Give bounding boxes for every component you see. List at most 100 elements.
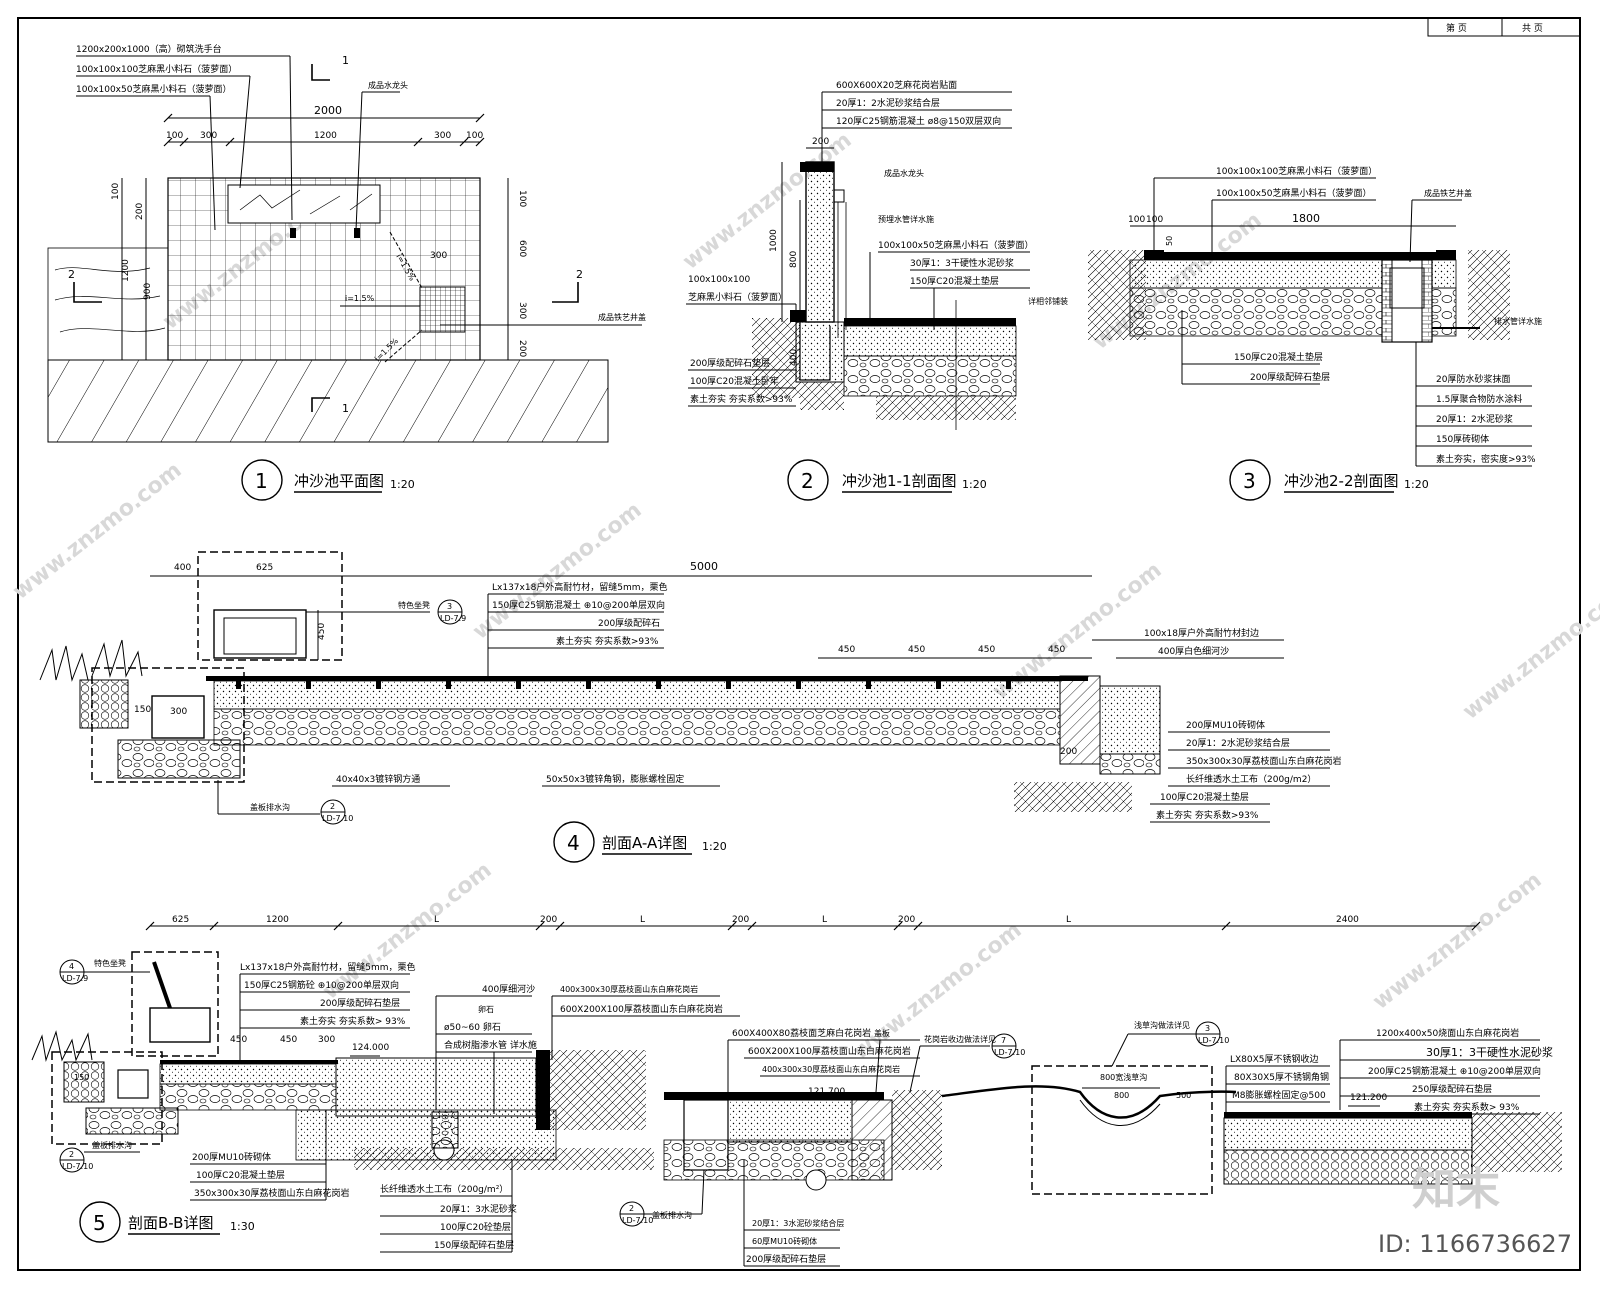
note: 600X400X80荔枝面芝麻白花岗岩 — [732, 1027, 871, 1039]
dim: 450 — [1048, 645, 1065, 655]
note: 150厚C25钢筋混凝土 ⊕10@200单层双向 — [492, 599, 665, 611]
note: 30厚1：3干硬性水泥砂浆 — [1426, 1045, 1553, 1059]
dim: L — [640, 915, 645, 925]
dim: 300 — [318, 1035, 335, 1045]
level: 121.200 — [1350, 1093, 1387, 1103]
detail-2-section: 200 1000 800 400 600X600X20芝麻花岗岩贴面 20厚1：… — [686, 79, 1068, 501]
dim: 200 — [135, 203, 145, 220]
note: LX80X5厚不锈钢收边 — [1230, 1053, 1319, 1065]
note: 80X30X5厚不锈钢角钢 — [1234, 1071, 1329, 1083]
cut-2-right: 2 — [576, 268, 583, 281]
detail-scale: 1:20 — [962, 478, 987, 491]
note: 600X600X20芝麻花岗岩贴面 — [836, 79, 957, 91]
detail-number: 4 — [567, 831, 580, 855]
grate-label: 成品铁艺井盖 — [1424, 188, 1472, 198]
ditch-callout — [1031, 1065, 1213, 1195]
note: 卵石 — [478, 1004, 494, 1014]
deck-support — [1006, 681, 1011, 689]
dim: 100 — [111, 183, 121, 200]
dim: 200 — [732, 915, 749, 925]
note: Lx137x18户外高耐竹材，留缝5mm，栗色 — [492, 581, 668, 593]
detail-4-section: 400 625 5000 450 特色坐凳 3 LD-7.9 150 300 盖… — [39, 551, 1341, 863]
note: 20厚1：2水泥砂浆结合层 — [1186, 737, 1290, 749]
note: 100x100x100芝麻黑小料石（菠萝面） — [1216, 165, 1377, 177]
total-label: 共 页 — [1522, 23, 1543, 34]
ref-bottom: LD-7.9 — [62, 974, 88, 983]
note: 100x100x50芝麻黑小料石（菠萝面） — [878, 239, 1033, 251]
dim: 800 — [789, 251, 799, 268]
detail-1-plan: i=1.5% i=1.5% i=1.5% 2000 100 300 1200 3… — [47, 43, 646, 501]
cut-1-bottom: 1 — [342, 402, 349, 415]
wall-section — [805, 161, 835, 323]
level: 124.000 — [352, 1043, 389, 1053]
dim: 200 — [1060, 747, 1077, 757]
title-block — [1427, 17, 1581, 37]
dim: 100 — [1128, 215, 1145, 225]
watermark: www.znzmo.com — [1458, 578, 1600, 725]
note: 400x300x30厚荔枝面山东白麻花岗岩 — [762, 1064, 900, 1074]
seat-label: 特色坐凳 — [94, 958, 126, 968]
note: 素土夯实 夯实系数> 93% — [1414, 1101, 1520, 1113]
note: 200厚级配碎石垫层 — [1250, 371, 1330, 383]
dim: 150 — [74, 1073, 89, 1082]
note: 40x40x3镀锌钢方通 — [336, 773, 420, 785]
note: 合成树脂渗水管 详水施 — [444, 1039, 537, 1051]
dim: L — [434, 915, 439, 925]
ref-top: 3 — [447, 602, 452, 611]
dim: 450 — [230, 1035, 247, 1045]
dim: 1800 — [1292, 212, 1320, 225]
ref-bottom: LD-7.10 — [62, 1162, 93, 1171]
dim: 1200 — [314, 131, 337, 141]
note: 100x18厚户外高耐竹材封边 — [1144, 627, 1259, 639]
dim: 1200 — [266, 915, 289, 925]
ref-top: 4 — [69, 962, 74, 971]
dim: 600 — [517, 240, 527, 257]
note: 200厚MU10砖砌体 — [192, 1151, 271, 1163]
note: 250厚级配碎石垫层 — [1412, 1083, 1492, 1095]
note: 20厚1：2水泥砂浆 — [1436, 413, 1513, 425]
dim: 625 — [256, 563, 273, 573]
dim: 400 — [174, 563, 191, 573]
note: 长纤维透水土工布（200g/m²） — [380, 1183, 508, 1195]
detail-number: 3 — [1243, 469, 1256, 493]
image-id: ID: 1166736627 — [1378, 1230, 1572, 1258]
drain-label: 盖板排水沟 — [250, 802, 290, 812]
deck-support — [446, 681, 451, 689]
wash-basin — [227, 184, 381, 224]
ref-top: 2 — [69, 1150, 74, 1159]
ditch-dim: 800 — [1114, 1091, 1129, 1100]
dim: 200 — [812, 137, 829, 147]
dim: 300 — [170, 707, 187, 717]
dim: 5000 — [690, 560, 718, 573]
watermark: www.znzmo.com — [8, 458, 186, 605]
detail-number: 2 — [801, 469, 814, 493]
cut-2-left: 2 — [68, 268, 75, 281]
detail-title: 剖面B-B详图 — [128, 1214, 213, 1232]
note: 350x300x30厚荔枝面山东白麻花岗岩 — [194, 1187, 349, 1199]
seat — [213, 609, 307, 659]
dim: L — [822, 915, 827, 925]
note: 预埋水管详水施 — [878, 214, 934, 224]
note: 100x100x100 — [688, 275, 750, 285]
detail-title: 冲沙池1-1剖面图 — [842, 472, 957, 490]
note: M8膨胀螺栓固定@500 — [1232, 1089, 1326, 1101]
dim: 300 — [200, 131, 217, 141]
deck-support — [656, 681, 661, 689]
note: ø50~60 卵石 — [444, 1022, 501, 1033]
dim: 100 — [466, 131, 483, 141]
note: 详相邻铺装 — [1028, 296, 1068, 306]
note: 200厚级配碎石垫层 — [690, 357, 770, 369]
ref-top: 3 — [1205, 1024, 1210, 1033]
dim: 450 — [978, 645, 995, 655]
note: 150厚C25钢筋砼 ⊕10@200单层双向 — [244, 979, 399, 991]
deck-supports — [236, 681, 1011, 689]
dim: 100 — [1146, 215, 1163, 225]
note: 1.5厚聚合物防水涂料 — [1436, 393, 1522, 405]
ditch-dim: 800宽浅草沟 — [1100, 1072, 1147, 1082]
note: 100x100x50芝麻黑小料石（菠萝面） — [1216, 187, 1371, 199]
ref-bottom: LD-7.10 — [1198, 1036, 1229, 1045]
note: 200厚级配碎石垫层 — [746, 1253, 826, 1265]
dim: 200 — [540, 915, 557, 925]
wall-hatch — [47, 359, 609, 443]
